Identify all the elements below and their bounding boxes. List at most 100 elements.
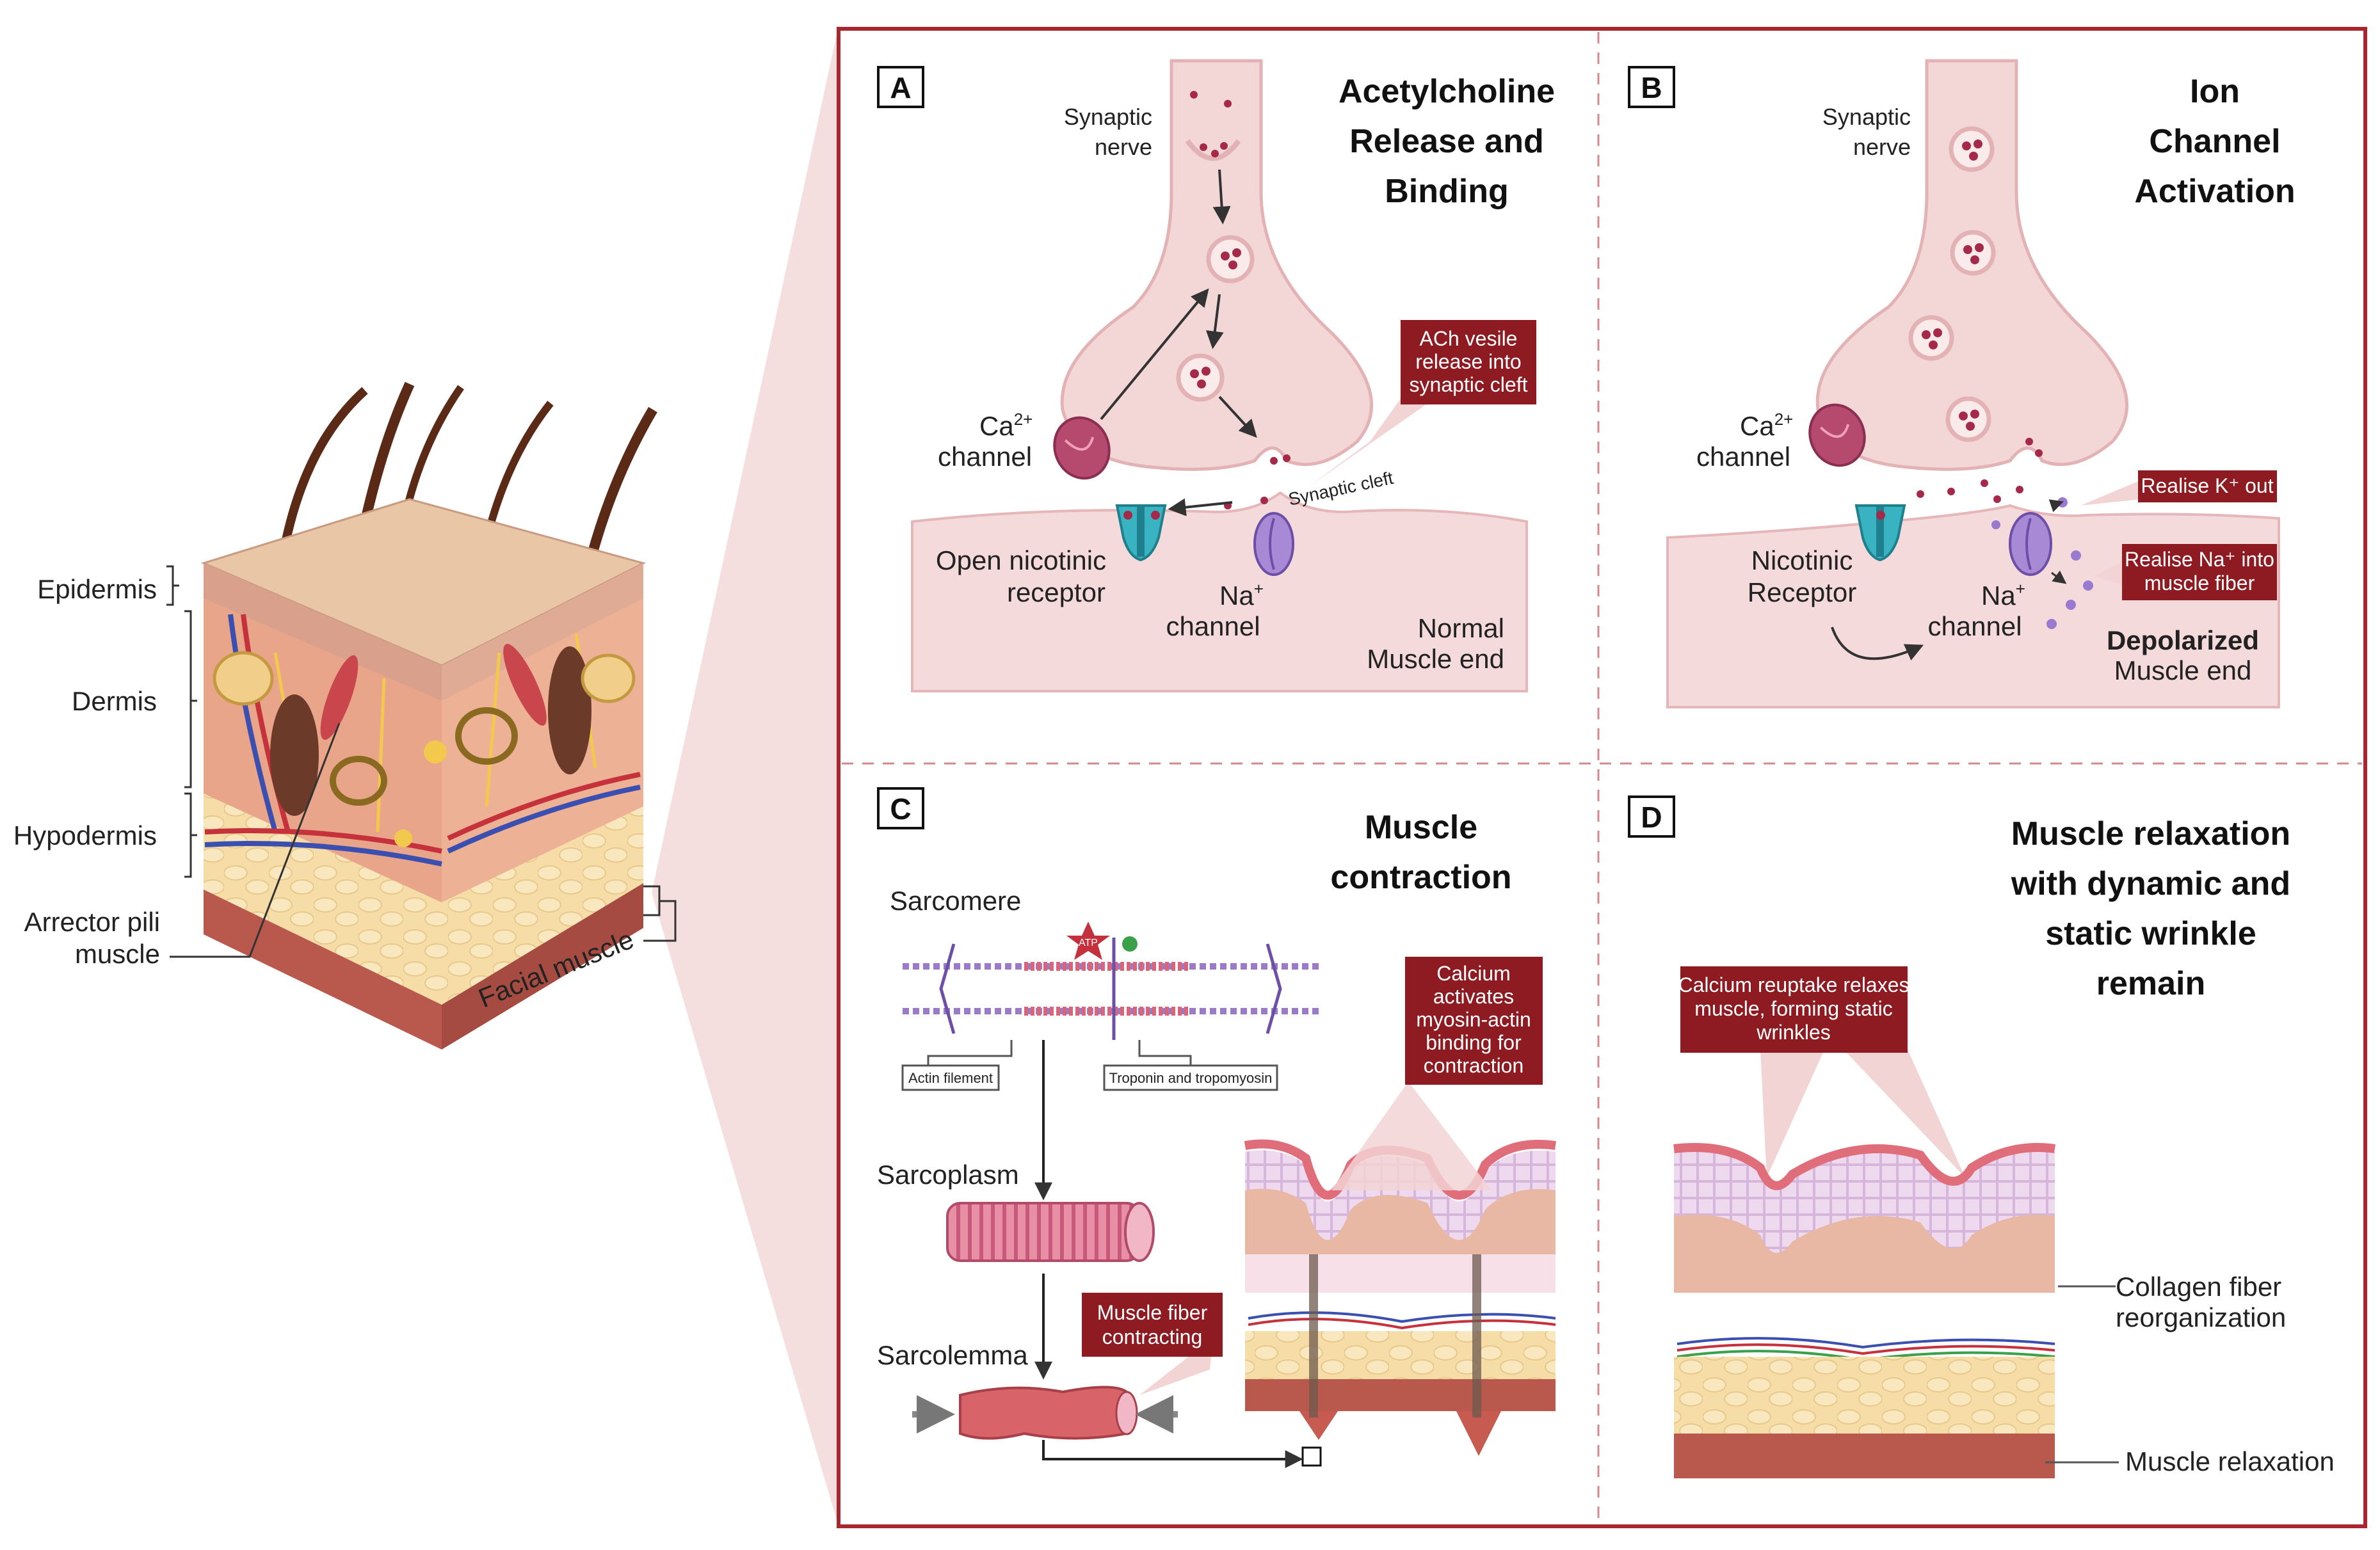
panel-d-title-4: remain [2096, 965, 2206, 1002]
zoom-wedge [652, 26, 839, 1526]
panel-b-nicotinic-1: Nicotinic [1751, 545, 1853, 575]
panel-b-synaptic-nerve-1: Synaptic [1822, 104, 1911, 130]
panel-a-callout-line-3: synaptic cleft [1410, 373, 1528, 396]
panel-b-depolarized-2: Muscle end [2114, 655, 2252, 685]
panel-b-title-3: Activation [2134, 173, 2295, 210]
panel-c-atp-label: ATP [1079, 938, 1098, 948]
panel-a-muscle-end [911, 491, 1528, 692]
panel-c-callout-fiber-1: Muscle fiber [1097, 1301, 1208, 1324]
panel-b-ca-channel [1808, 403, 1866, 467]
panel-a-letter: A [890, 71, 911, 104]
panel-a-ca-label: Ca2+ [979, 410, 1033, 441]
panel-c-letter: C [890, 792, 911, 826]
panel-c-sarcoplasm-fiber [946, 1202, 1155, 1262]
panel-a-normal-1: Normal [1418, 613, 1504, 643]
panel-a-ca-channel [1053, 416, 1111, 480]
panel-b-title-1: Ion [2190, 73, 2240, 110]
panel-a-synaptic-nerve-2: nerve [1095, 134, 1152, 160]
panel-frame [837, 27, 2367, 1528]
panel-c-sarcomere: ATP [903, 922, 1319, 1040]
panel-a-nicotinic-receptor [1115, 504, 1167, 562]
panel-c-actin-box [901, 1064, 1000, 1091]
panel-d-callout: Calcium reuptake relaxes muscle, forming… [1678, 966, 1910, 1053]
panel-c-callout-calcium-2: activates [1433, 985, 1514, 1008]
panel-d-collagen-1: Collagen fiber [2116, 1272, 2281, 1302]
panel-b-title-2: Channel [2149, 123, 2280, 160]
panel-c-callout-calcium-1: Calcium [1436, 962, 1511, 985]
panel-a-open-receptor-2: receptor [1007, 577, 1106, 607]
hypodermis-label: Hypodermis [13, 820, 157, 851]
panel-b-callout-na: Realise Na⁺ into muscle fiber [2122, 544, 2277, 600]
panel-d-title-2: with dynamic and [2011, 865, 2290, 902]
panel-a-title-2: Release and [1349, 123, 1544, 160]
panel-b-na-channel [2009, 512, 2052, 576]
panel-d-callout-2: muscle, forming static [1694, 997, 1892, 1020]
panel-d-title-3: static wrinkle [2045, 915, 2256, 952]
panel-a-na-label: Na+ [1219, 579, 1264, 611]
panel-b-vesicles [1908, 126, 2043, 503]
dermis-label: Dermis [72, 686, 157, 716]
arrector-pili-label-2: muscle [75, 939, 160, 969]
panel-a-callout-line-1: ACh vesile [1420, 327, 1518, 350]
panel-c-sarcoplasm-label: Sarcoplasm [877, 1160, 1019, 1190]
panel-b-synaptic-nerve-2: nerve [1853, 134, 1911, 160]
panel-b-depolarized-1: Depolarized [2107, 625, 2259, 655]
panel-b-callout-na-line-2: muscle fiber [2144, 571, 2255, 595]
arrector-pili-label-1: Arrector pili [24, 907, 160, 937]
panel-d-callout-3: wrinkles [1756, 1021, 1831, 1044]
panel-a-na-channel-label: channel [1166, 611, 1260, 641]
panel-a-ca-channel-label: channel [938, 442, 1032, 472]
panel-a-callout-line-2: release into [1415, 350, 1521, 373]
panel-b-ca-label: Ca2+ [1740, 410, 1793, 441]
panel-c-letter-box [877, 787, 924, 829]
panel-c-troponin-box [1103, 1064, 1278, 1091]
panel-c: C Muscle contraction Sarcomere ATP Actin… [877, 787, 1556, 1468]
panel-b-ca-channel-label: channel [1696, 442, 1790, 472]
panel-b-callout-na-line-1: Realise Na⁺ into [2125, 548, 2274, 571]
panel-b-letter: B [1641, 71, 1662, 104]
panel-b-na-channel-label: channel [1927, 611, 2022, 641]
panel-c-callout-calcium-5: contraction [1424, 1054, 1524, 1077]
panel-c-actin-label: Actin filement [908, 1070, 993, 1086]
panel-d-relaxed-skin [1673, 1143, 2055, 1478]
panel-a-callout: ACh vesile release into synaptic cleft [1401, 320, 1536, 404]
panel-a-title-1: Acetylcholine [1339, 73, 1555, 110]
panel-a-na-channel [1253, 512, 1294, 576]
panel-a-letter-box [877, 66, 924, 108]
panel-c-callout-fiber-2: contracting [1102, 1325, 1203, 1348]
panel-d-title-1: Muscle relaxation [2011, 815, 2290, 852]
panel-c-sarcolemma-fiber [959, 1386, 1138, 1440]
panel-c-zoom-marker [1301, 1446, 1322, 1467]
panel-b-nicotinic-receptor [1854, 504, 1906, 562]
panel-d-callout-1: Calcium reuptake relaxes [1678, 973, 1909, 996]
panel-c-title-2: contraction [1330, 859, 1511, 896]
panel-c-callout-calcium-3: myosin-actin [1416, 1008, 1531, 1031]
panel-a-normal-2: Muscle end [1367, 644, 1504, 674]
panel-a-open-receptor-1: Open nicotinic [936, 545, 1106, 575]
panel-b-nicotinic-2: Receptor [1748, 577, 1856, 607]
panel-a: A Acetylcholine Release and Binding [877, 59, 1555, 692]
panel-c-callout-calcium: Calcium activates myosin-actin binding f… [1405, 957, 1543, 1085]
panel-c-callout-calcium-4: binding for [1426, 1031, 1522, 1054]
epidermis-label: Epidermis [37, 574, 157, 604]
panel-c-sarcomere-label: Sarcomere [890, 886, 1021, 916]
panel-a-synaptic-nerve-1: Synaptic [1064, 104, 1152, 130]
panel-b-na-label: Na+ [1981, 579, 2025, 611]
panel-b-callout-k-text: Realise K⁺ out [2141, 474, 2273, 497]
panel-a-vesicles [1176, 91, 1291, 509]
panel-c-title-1: Muscle [1365, 809, 1477, 846]
skin-cross-section [200, 381, 657, 1050]
panel-d-relaxation-label: Muscle relaxation [2125, 1446, 2335, 1476]
panel-d-letter: D [1641, 801, 1662, 834]
panel-c-troponin-label: Troponin and tropomyosin [1109, 1070, 1273, 1086]
panel-c-callout-fiber: Muscle fiber contracting [1082, 1293, 1223, 1357]
panel-c-sarcolemma-label: Sarcolemma [877, 1340, 1028, 1370]
panel-a-title-3: Binding [1385, 173, 1509, 210]
panel-d-letter-box [1628, 795, 1675, 838]
panel-d-collagen-2: reorganization [2116, 1302, 2286, 1332]
panel-b-callout-k: Realise K⁺ out [2138, 470, 2277, 502]
panel-b: B Ion Channel Activation [1628, 59, 2296, 708]
panel-d: D Muscle relaxation with dynamic and sta… [1628, 795, 2335, 1478]
panel-b-letter-box [1628, 66, 1675, 108]
